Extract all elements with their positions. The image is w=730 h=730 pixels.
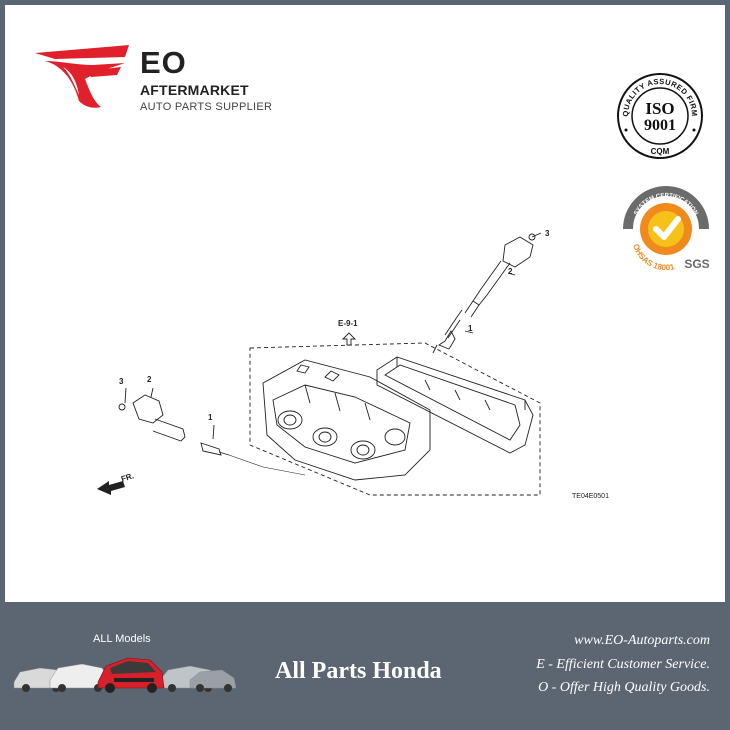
- iso-mark-text: CQM: [651, 147, 670, 156]
- section-reference-label: E-9-1: [338, 319, 358, 328]
- callout-3-lower: 3: [119, 377, 124, 386]
- iso-9001-badge-icon: QUALITY ASSURED FIRM ISO 9001 CQM: [617, 73, 703, 159]
- callout-2-upper: 2: [508, 267, 513, 276]
- diagram-canvas: EO AFTERMARKET AUTO PARTS SUPPLIER QUALI…: [5, 5, 725, 602]
- ignition-coil-upper: [502, 236, 534, 268]
- slogan-e: E - Efficient Customer Service.: [536, 657, 710, 672]
- honda-car-lineup-icon[interactable]: [10, 650, 240, 696]
- head-cover-right: [376, 356, 534, 454]
- callout-1-upper: 1: [468, 324, 473, 333]
- sgs-mark-text: SGS: [684, 257, 709, 271]
- slogan-o: O - Offer High Quality Goods.: [538, 680, 710, 695]
- diagram-code-label: TE04E0501: [572, 493, 609, 500]
- footer-bar: ALL Models All Parts Honda www.EO-Autopa…: [0, 602, 730, 730]
- website-link[interactable]: www.EO-Autoparts.com: [574, 633, 710, 648]
- spark-plug-upper: [438, 316, 461, 350]
- parts-exploded-diagram: [97, 232, 542, 496]
- top-frame: [0, 0, 730, 5]
- head-cover-left: [262, 359, 431, 481]
- callout-2-lower: 2: [147, 375, 152, 384]
- callout-1-lower: 1: [208, 413, 213, 422]
- brand-name: EO: [140, 45, 187, 80]
- ignition-coil-lower: [132, 394, 164, 424]
- iso-number-text: 9001: [644, 117, 676, 134]
- iso-main-text: ISO: [645, 99, 674, 118]
- brand-tagline: AUTO PARTS SUPPLIER: [140, 101, 273, 113]
- eo-logo-icon: [35, 45, 129, 108]
- callout-3-upper: 3: [545, 229, 550, 238]
- footer-title: All Parts Honda: [275, 658, 442, 684]
- all-models-label[interactable]: ALL Models: [93, 633, 151, 645]
- brand-subtitle: AFTERMARKET: [140, 82, 249, 98]
- front-arrow-icon: [97, 481, 125, 495]
- spark-plug-lower: [200, 442, 222, 456]
- sgs-ohsas-badge-icon: SYSTEM CERTIFICATION OHSAS 18001 SGS: [623, 186, 710, 272]
